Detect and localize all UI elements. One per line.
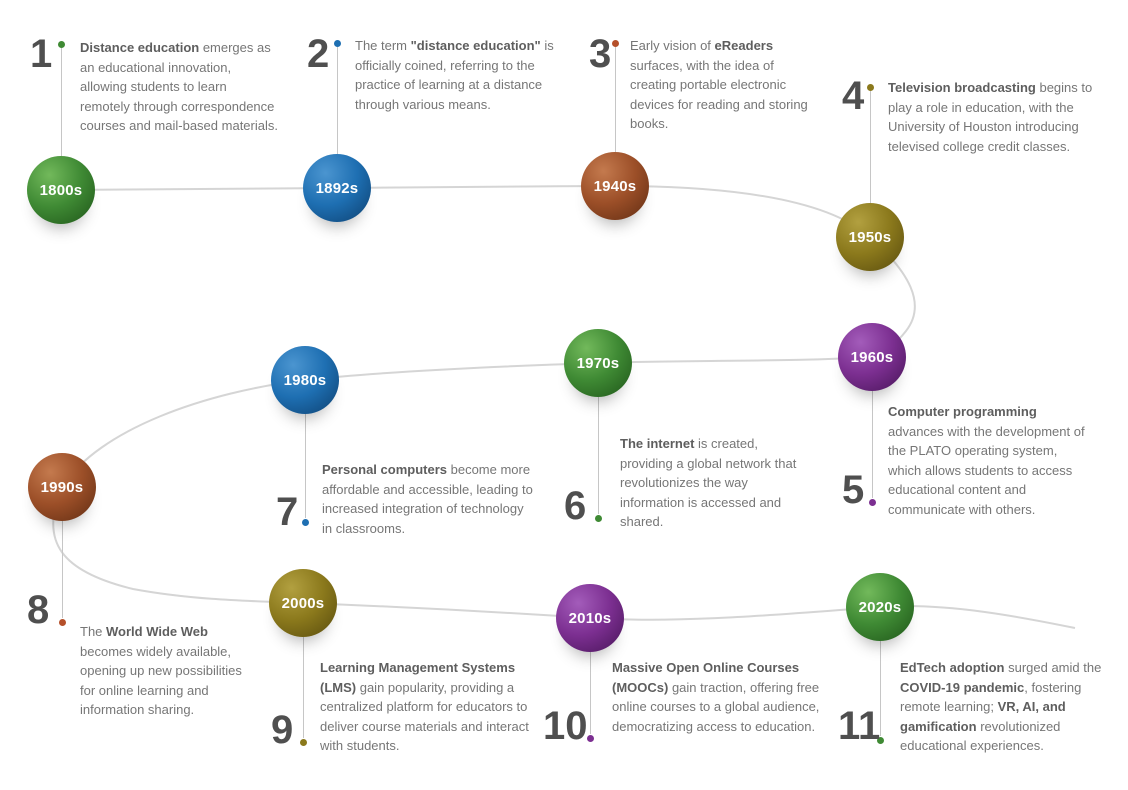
- milestone-7-node: 1980s: [271, 346, 339, 414]
- milestone-4-dot: [866, 83, 874, 91]
- milestone-9-description: Learning Management Systems (LMS) gain p…: [320, 660, 529, 753]
- milestone-2-dot: [333, 39, 341, 47]
- milestone-4-number: 4: [842, 74, 865, 118]
- milestone-8-year: 1990s: [40, 478, 84, 496]
- milestone-6-connector: [597, 397, 599, 514]
- milestone-1-description: Distance education emerges as an educati…: [80, 40, 278, 133]
- milestone-2-node: 1892s: [303, 154, 371, 222]
- milestone-7-dot: [301, 518, 309, 526]
- milestone-8-number: 8: [27, 588, 50, 632]
- milestone-1-year: 1800s: [39, 181, 83, 199]
- milestone-7-description: Personal computers become more affordabl…: [322, 462, 533, 536]
- milestone-3-dot: [611, 39, 619, 47]
- milestone-10-year: 2010s: [568, 609, 612, 627]
- milestone-2-year: 1892s: [315, 179, 359, 197]
- milestone-9-number: 9: [271, 708, 294, 752]
- milestone-10-number: 10: [543, 704, 588, 748]
- milestone-1-node: 1800s: [27, 156, 95, 224]
- milestone-8-connector: [61, 521, 63, 618]
- milestone-5-year: 1960s: [850, 348, 894, 366]
- milestone-3-year: 1940s: [593, 177, 637, 195]
- milestone-7-year: 1980s: [283, 371, 327, 389]
- milestone-5-dot: [868, 498, 876, 506]
- milestone-1-number: 1: [30, 32, 53, 76]
- milestone-11-connector: [879, 641, 881, 736]
- milestone-3-node: 1940s: [581, 152, 649, 220]
- milestone-6-dot: [594, 514, 602, 522]
- milestone-10-description: Massive Open Online Courses (MOOCs) gain…: [612, 660, 820, 734]
- milestone-9-dot: [299, 738, 307, 746]
- milestone-2-connector: [336, 47, 338, 154]
- milestone-8-description: The World Wide Web becomes widely availa…: [80, 624, 242, 717]
- milestone-6-description: The internet is created, providing a glo…: [620, 436, 797, 529]
- milestone-11-number: 11: [838, 704, 881, 748]
- milestone-11-description: EdTech adoption surged amid the COVID-19…: [900, 660, 1102, 753]
- milestone-5-connector: [871, 391, 873, 498]
- milestone-3-number: 3: [589, 32, 612, 76]
- milestone-3-connector: [614, 47, 616, 152]
- milestone-3-description: Early vision of eReaders surfaces, with …: [630, 38, 808, 131]
- milestone-6-node: 1970s: [564, 329, 632, 397]
- milestone-6-year: 1970s: [576, 354, 620, 372]
- milestone-1-dot: [57, 40, 65, 48]
- milestone-9-connector: [302, 637, 304, 738]
- milestone-4-year: 1950s: [848, 228, 892, 246]
- milestone-1-connector: [60, 48, 62, 156]
- milestone-8-node: 1990s: [28, 453, 96, 521]
- milestone-7-connector: [304, 414, 306, 518]
- milestone-4-description: Television broadcasting begins to play a…: [888, 80, 1093, 154]
- milestone-4-node: 1950s: [836, 203, 904, 271]
- milestone-9-node: 2000s: [269, 569, 337, 637]
- milestone-5-number: 5: [842, 468, 865, 512]
- milestone-4-connector: [869, 91, 871, 203]
- milestone-5-description: Computer programming advances with the d…: [888, 404, 1085, 517]
- milestone-2-number: 2: [307, 32, 330, 76]
- milestone-2-description: The term "distance education" is officia…: [355, 38, 554, 112]
- milestone-5-node: 1960s: [838, 323, 906, 391]
- milestone-10-node: 2010s: [556, 584, 624, 652]
- milestone-8-dot: [58, 618, 66, 626]
- milestone-10-dot: [586, 734, 594, 742]
- milestone-11-dot: [876, 736, 884, 744]
- milestone-6-number: 6: [564, 484, 587, 528]
- milestone-11-year: 2020s: [858, 598, 902, 616]
- milestone-11-node: 2020s: [846, 573, 914, 641]
- milestone-10-connector: [589, 652, 591, 734]
- milestone-9-year: 2000s: [281, 594, 325, 612]
- milestone-7-number: 7: [276, 490, 299, 534]
